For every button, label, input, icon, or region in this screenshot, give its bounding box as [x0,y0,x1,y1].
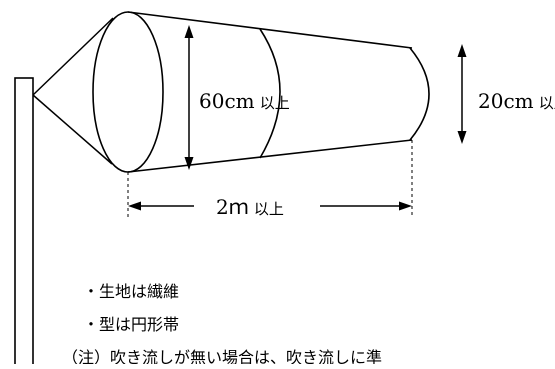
large-diameter-arrow [184,25,194,170]
note-shape: ・型は円形帯 [83,315,179,334]
length-arrow-right [320,201,412,211]
length-arrow-left [128,201,194,211]
pole [14,77,34,369]
bridle-line-bottom [32,94,113,165]
small-diameter-label: 20cm 以上 [478,89,555,113]
bridle-line-top [32,17,114,96]
small-diameter-arrow [457,44,467,144]
cone-band-seam [259,28,281,159]
note-caveat: （注）吹き流しが無い場合は、吹き流しに準 [62,348,382,364]
length-label: 2ｍ 以上 [216,195,284,219]
note-material: ・生地は繊維 [83,282,179,301]
windsock-mouth [92,11,164,173]
cone-bottom-edge [127,139,413,173]
cone-top-edge [127,11,413,49]
large-diameter-label: 60cm 以上 [199,89,290,113]
cone-tail-end [409,47,430,141]
